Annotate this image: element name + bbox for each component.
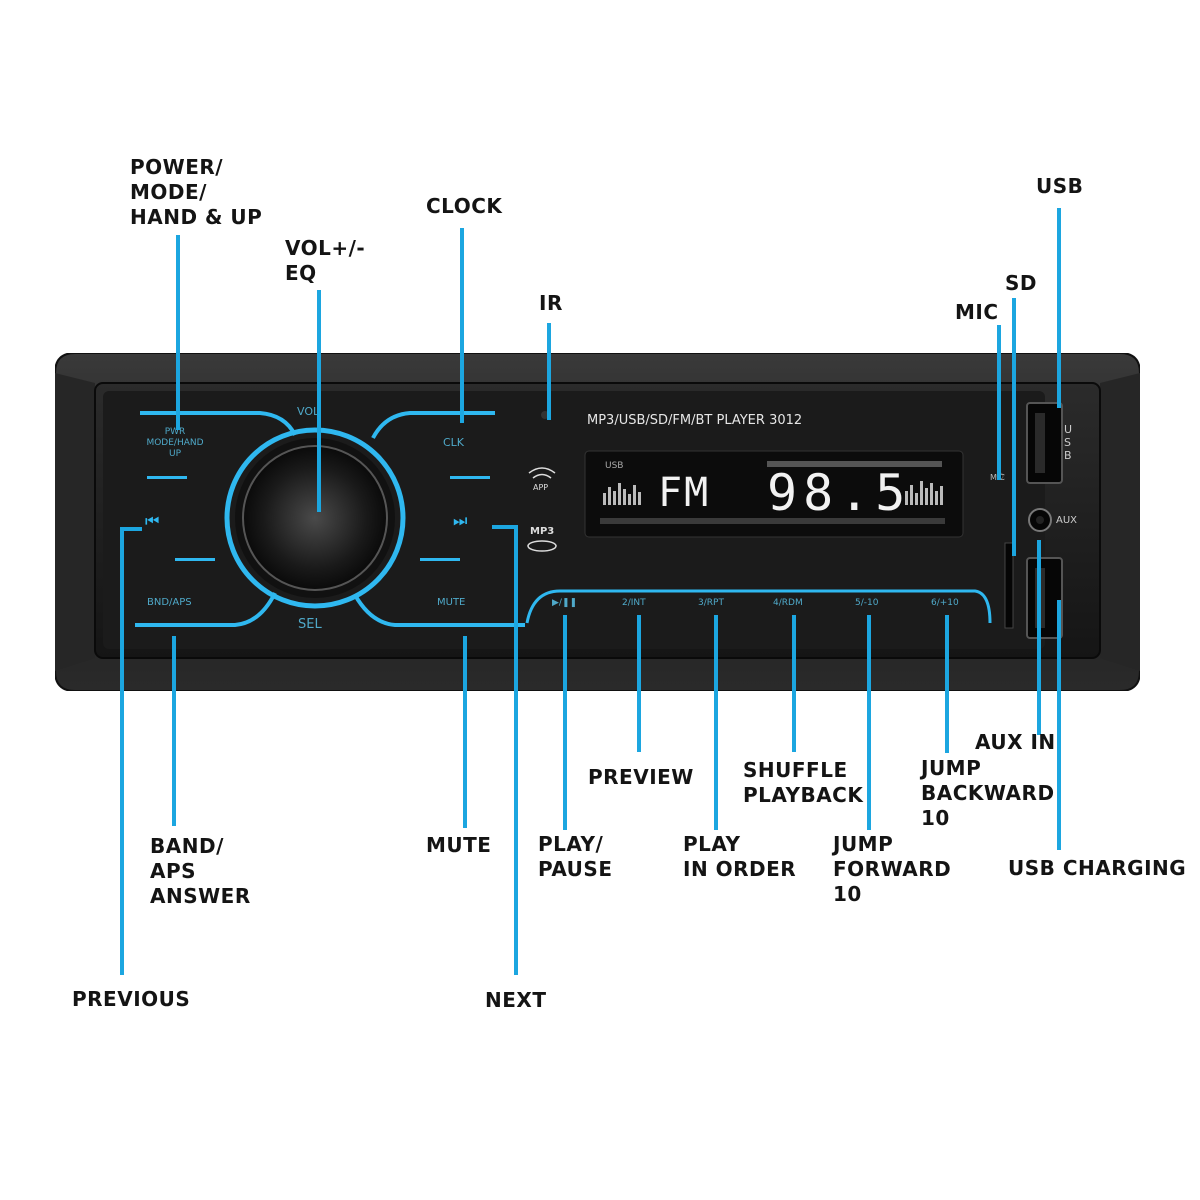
leader-jump-forward xyxy=(867,615,871,830)
callout-preview: PREVIEW xyxy=(588,765,694,789)
preset-key-rpt[interactable]: 3/RPT xyxy=(698,598,724,608)
volume-key[interactable]: VOL xyxy=(297,405,320,418)
leader-band xyxy=(172,636,176,826)
preset-key-minus10[interactable]: 5/-10 xyxy=(855,598,879,608)
preset-key-rdm[interactable]: 4/RDM xyxy=(773,598,803,608)
model-label: MP3/USB/SD/FM/BT PLAYER 3012 xyxy=(587,413,803,428)
leader-mic xyxy=(997,325,1001,480)
leader-previous xyxy=(120,527,124,975)
app-badge: APP xyxy=(533,483,549,492)
sel-key[interactable]: SEL xyxy=(298,617,322,632)
callout-jump-forward: JUMP FORWARD 10 xyxy=(833,832,952,906)
leader-usb xyxy=(1057,208,1061,408)
display-mode: FM xyxy=(658,470,711,516)
callout-vol: VOL+/- EQ xyxy=(285,236,366,285)
callout-next: NEXT xyxy=(485,988,547,1012)
leader-power xyxy=(176,235,180,430)
aux-port-label: AUX xyxy=(1056,515,1078,526)
callout-sd: SD xyxy=(1005,271,1038,295)
callout-mic: MIC xyxy=(955,300,999,324)
callout-play-pause: PLAY/ PAUSE xyxy=(538,832,613,881)
callout-aux-in: AUX IN xyxy=(975,730,1056,754)
leader-aux-in xyxy=(1037,540,1041,735)
leader-clock xyxy=(460,228,464,423)
display-source-indicator: USB xyxy=(605,461,624,471)
leader-ir xyxy=(547,323,551,420)
callout-mute: MUTE xyxy=(426,833,492,857)
band-aps-key[interactable]: BND/APS xyxy=(147,597,192,608)
preset-key-play-pause[interactable]: ▶/❚❚ xyxy=(552,598,578,608)
leader-jump-backward xyxy=(945,615,949,753)
next-key[interactable]: ⏭ xyxy=(453,511,468,530)
callout-usb-charging: USB CHARGING xyxy=(1008,856,1187,880)
leader-next-tick xyxy=(492,525,516,529)
callout-clock: CLOCK xyxy=(426,194,503,218)
callout-usb: USB xyxy=(1036,174,1084,198)
leader-next xyxy=(514,525,518,975)
callout-ir: IR xyxy=(539,291,563,315)
car-stereo-unit: MP3/USB/SD/FM/BT PLAYER 3012 USB FM 98.5… xyxy=(55,353,1140,691)
leader-shuffle xyxy=(792,615,796,752)
leader-vol xyxy=(317,290,321,512)
usb-port-label: USB xyxy=(1064,423,1073,462)
callout-power: POWER/ MODE/ HAND & UP xyxy=(130,155,263,229)
preset-key-plus10[interactable]: 6/+10 xyxy=(931,598,959,608)
leader-previous-tick xyxy=(120,527,142,531)
previous-key[interactable]: ⏮ xyxy=(145,511,160,530)
display-frequency: 98.5 xyxy=(767,464,912,522)
clock-key[interactable]: CLK xyxy=(443,436,465,449)
callout-shuffle: SHUFFLE PLAYBACK xyxy=(743,758,864,807)
preset-key-int[interactable]: 2/INT xyxy=(622,598,646,608)
leader-sd xyxy=(1012,298,1016,556)
leader-mute xyxy=(463,636,467,828)
stereo-body-graphic xyxy=(55,353,1140,691)
mp3-badge: MP3 xyxy=(530,526,555,537)
leader-usb-charging xyxy=(1057,600,1061,850)
callout-band: BAND/ APS ANSWER xyxy=(150,834,251,908)
callout-jump-backward: JUMP BACKWARD 10 xyxy=(921,756,1055,830)
leader-preview xyxy=(637,615,641,752)
leader-play-in-order xyxy=(714,615,718,830)
callout-play-in-order: PLAY IN ORDER xyxy=(683,832,797,881)
callout-previous: PREVIOUS xyxy=(72,987,191,1011)
mute-key[interactable]: MUTE xyxy=(437,597,466,608)
leader-play-pause xyxy=(563,615,567,830)
power-mode-key[interactable]: PWR MODE/HAND UP xyxy=(146,427,204,459)
